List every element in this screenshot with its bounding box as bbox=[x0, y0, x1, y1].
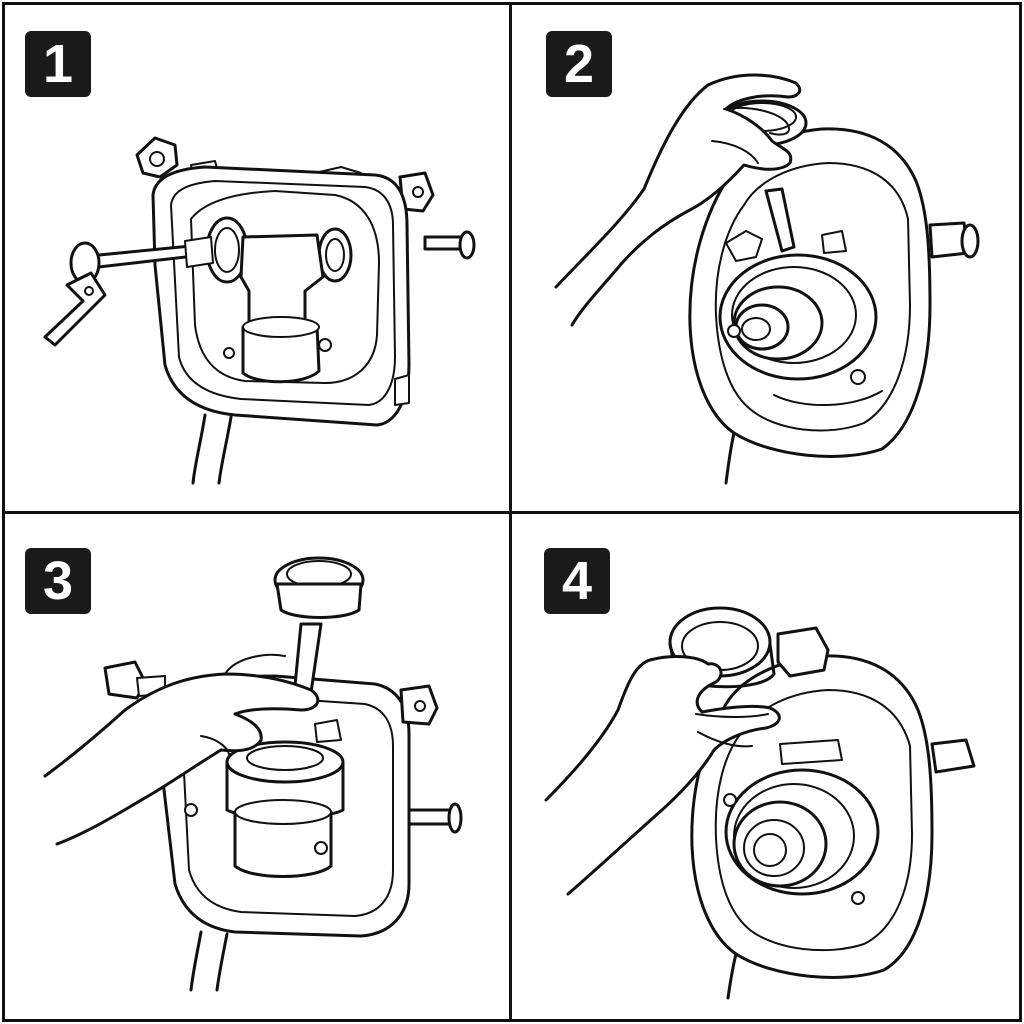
headlight-housing-with-tool-icon bbox=[43, 136, 476, 485]
step-panel-4: 4 bbox=[512, 514, 1019, 1019]
hand-fitting-cover-icon bbox=[544, 606, 976, 1000]
step-number-badge: 1 bbox=[25, 31, 91, 97]
step-panel-3: 3 bbox=[5, 514, 509, 1019]
step-number-badge: 2 bbox=[546, 31, 612, 97]
hand-pressing-socket-icon bbox=[43, 556, 463, 992]
outer-border-top bbox=[2, 2, 1022, 5]
outer-border-bottom bbox=[2, 1019, 1022, 1022]
hand-inserting-bulb-icon bbox=[554, 73, 980, 485]
step-number-badge: 4 bbox=[544, 548, 610, 614]
divider-horizontal bbox=[2, 511, 1022, 514]
step-number-badge: 3 bbox=[25, 548, 91, 614]
step-panel-1: 1 bbox=[5, 5, 509, 511]
step-panel-2: 2 bbox=[512, 5, 1019, 511]
